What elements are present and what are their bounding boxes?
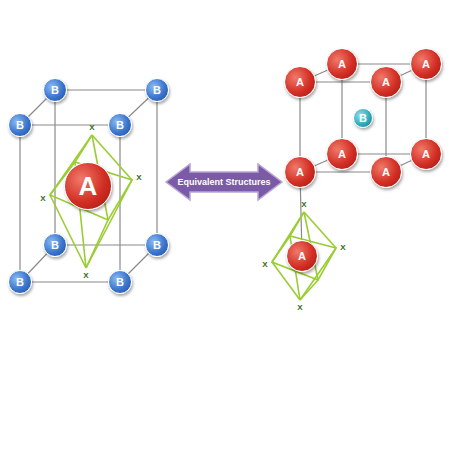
lattice-edge [28,98,46,116]
atom-circle: B [108,270,132,294]
atom-symbol: A [382,77,390,88]
atom-circle: B [8,270,32,294]
atom-symbol: B [116,120,124,131]
atom-symbol: A [422,59,430,70]
anion-label: X [301,201,306,209]
atom-circle: A [370,66,402,98]
atom-circle: B [145,233,169,257]
atom-symbol: B [51,240,59,251]
atom-symbol: B [16,120,24,131]
lattice-edge [316,82,370,83]
atom-symbol: A [296,167,304,178]
lattice-edge [316,172,370,173]
lattice-edge [300,98,301,156]
atom-symbol: B [51,85,59,96]
atom-symbol: B [153,85,161,96]
atom-circle: A [286,240,318,272]
anion-label: X [89,124,94,132]
anion-label: X [340,244,345,252]
atom-symbol: A [298,251,306,262]
atom-circle: B [43,233,67,257]
lattice-edge [20,137,21,270]
anion-label: X [262,261,267,269]
lattice-edge [401,161,412,166]
atom-symbol: A [338,149,346,160]
lattice-edge [386,98,387,156]
lattice-edge [342,80,343,138]
lattice-edge [129,98,149,117]
atom-circle: A [284,66,316,98]
atom-circle: B [8,113,32,137]
atom-symbol: A [338,59,346,70]
lattice-edge [358,64,410,65]
atom-circle: A [284,156,316,188]
lattice-edge [315,70,328,75]
atom-symbol: A [296,77,304,88]
lattice-edge [426,80,427,138]
lattice-edge [300,188,301,240]
atom-symbol: B [116,277,124,288]
anion-label: X [40,195,45,203]
anion-label: X [83,272,88,280]
lattice-edge [67,90,145,91]
lattice-edge [67,245,145,246]
lattice-edge [157,102,158,233]
atom-symbol: B [153,240,161,251]
lattice-edge [401,71,412,76]
atom-circle: A [326,48,358,80]
lattice-edge [315,160,328,165]
atom-circle: A [410,48,442,80]
anion-label: X [136,174,141,182]
octahedron-right [272,212,336,300]
atom-circle: A [370,156,402,188]
lattice-edge [358,154,410,155]
atom-symbol: A [79,173,98,199]
lattice-edge [28,254,47,274]
atom-circle: A [410,138,442,170]
atom-symbol: B [16,277,24,288]
lattice-edge [32,282,108,283]
atom-circle: B [353,108,373,128]
atom-circle: A [326,138,358,170]
atom-circle: A [64,162,112,210]
double-arrow [166,164,282,200]
atom-symbol: A [382,167,390,178]
atom-symbol: A [422,149,430,160]
anion-label: X [297,304,302,312]
atom-circle: B [43,78,67,102]
arrow-label: Equivalent Structures [177,178,270,187]
atom-circle: B [108,113,132,137]
atom-symbol: B [359,113,367,124]
lattice-edge [55,102,56,233]
lattice-edge [128,253,148,273]
atom-circle: B [145,78,169,102]
lattice-edge [32,125,108,126]
